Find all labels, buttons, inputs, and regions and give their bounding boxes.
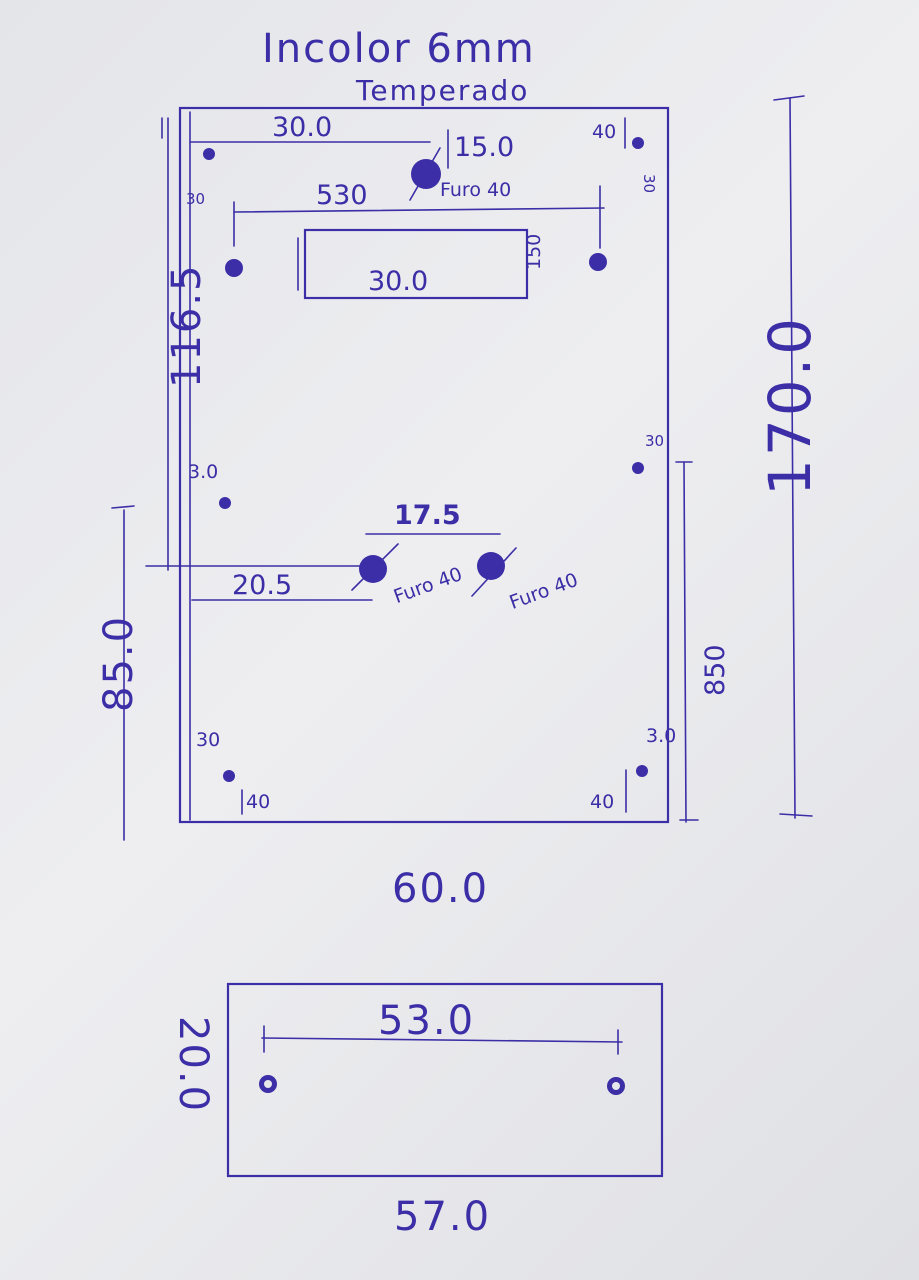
dim-label-40-top-right: 40: [592, 121, 616, 143]
dim-line-170: [789, 97, 796, 819]
dim-label-30-mid-left: 3.0: [188, 461, 218, 483]
hole-upper-right: [589, 253, 607, 271]
dim-label-53: 53.0: [378, 998, 475, 1044]
top-glass-panel: [178, 106, 670, 824]
dim-label-116-5: 116.5: [164, 263, 210, 388]
hole-top-left-corner: [203, 148, 215, 160]
hole-mid-center-right: [477, 552, 505, 580]
dim-label-30-top: 30.0: [272, 112, 332, 143]
hole-top-right-corner: [632, 137, 644, 149]
hole-top-center-mark: [409, 147, 441, 201]
hole-bottom-panel-right-inner: [612, 1082, 620, 1090]
dim-label-30-bottom-right: 3.0: [646, 725, 676, 747]
dim-label-170: 170.0: [756, 315, 824, 496]
label-furo-top: Furo 40: [440, 179, 511, 201]
dim-label-panel-width: 60.0: [392, 866, 489, 912]
hole-mid-center-left-mark: [351, 543, 399, 591]
dim-label-30-bottom-left: 30: [196, 729, 220, 751]
hole-mid-center-right-mark: [471, 547, 517, 597]
dim-line-85-left-tick: [111, 505, 135, 509]
dim-label-20-5: 20.5: [232, 570, 292, 601]
dim-label-cutout-width: 30.0: [368, 266, 428, 297]
hole-bottom-left: [223, 770, 235, 782]
dim-line-53: [261, 1037, 623, 1043]
label-furo-mid-right: Furo 40: [507, 569, 581, 614]
hole-upper-left: [225, 259, 243, 277]
dim-label-40-bottom-right: 40: [590, 791, 614, 813]
dim-label-40-bottom-left: 40: [246, 791, 270, 813]
drawing-title: Incolor 6mm: [262, 26, 536, 72]
cutout-rectangle: [303, 228, 529, 300]
bottom-glass-panel: [226, 982, 664, 1178]
hole-bottom-panel-left-inner: [264, 1080, 272, 1088]
dim-label-57: 57.0: [394, 1194, 491, 1240]
dim-label-cutout-height: 150: [523, 234, 545, 270]
dim-label-30-mid-right: 30: [645, 432, 664, 450]
dim-label-20: 20.0: [170, 1016, 216, 1113]
dim-line-530: [233, 207, 605, 213]
hole-mid-right: [632, 462, 644, 474]
drawing-subtitle: Temperado: [355, 74, 529, 107]
dim-label-30-top-right: 30: [640, 174, 658, 193]
dim-line-170-bottom-tick: [779, 813, 813, 817]
dim-label-85-left: 85.0: [96, 615, 142, 712]
dim-label-15: 15.0: [454, 132, 514, 163]
hole-top-center-large: [411, 159, 441, 189]
dim-label-85-right: 850: [700, 644, 731, 696]
hole-bottom-right: [636, 765, 648, 777]
dim-label-530: 530: [316, 180, 368, 211]
dim-line-85-right: [683, 461, 687, 823]
dim-label-17-5: 17.5: [394, 500, 461, 531]
hole-mid-left: [219, 497, 231, 509]
dim-line-170-top-tick: [773, 95, 805, 101]
label-furo-mid-left: Furo 40: [391, 563, 465, 608]
dim-label-30-top-left: 30: [186, 190, 205, 208]
